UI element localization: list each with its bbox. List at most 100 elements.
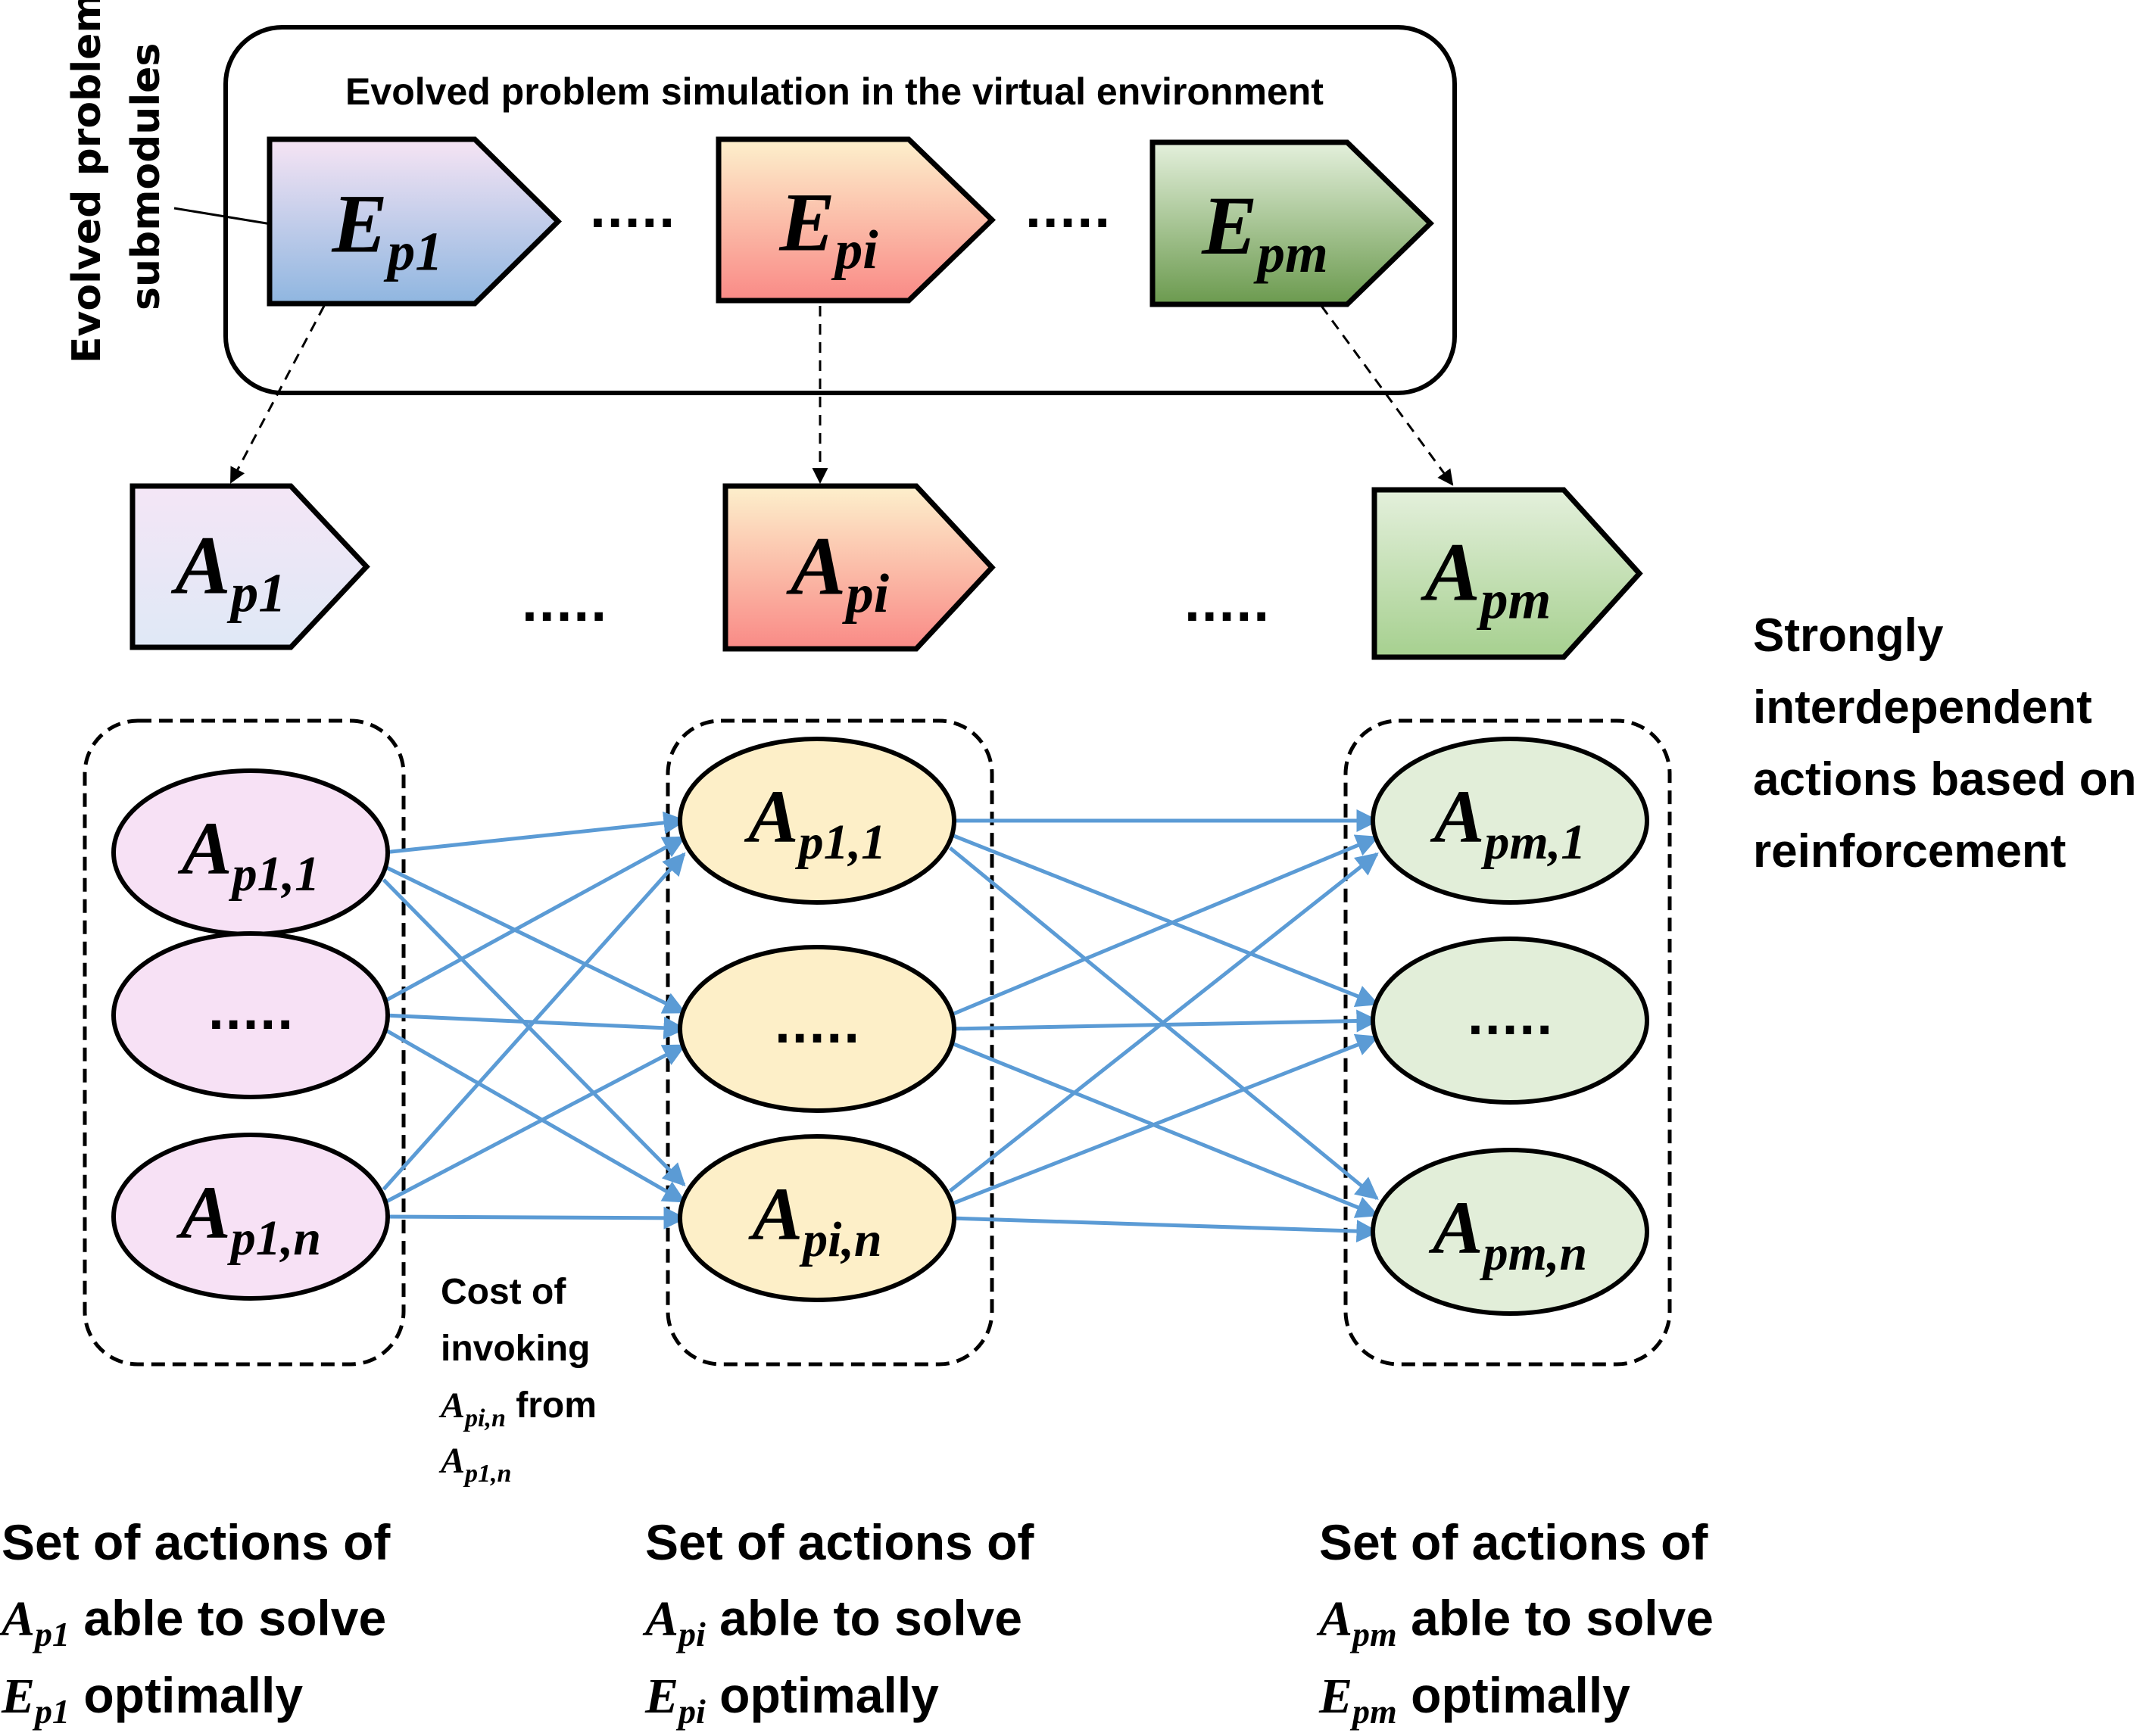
action-node-shape — [111, 1133, 390, 1301]
cost-note-line1: Cost of — [441, 1272, 566, 1312]
caption-line1: Set of actions of — [2, 1514, 391, 1570]
action-node: Ap1,1 — [678, 737, 956, 905]
agent-p1: Ap1 — [129, 483, 370, 650]
action-node-shape — [1371, 1148, 1649, 1316]
action-node-label: Ap1,1 — [177, 806, 320, 902]
caption-line3-text: optimally — [706, 1667, 939, 1723]
cost-note-line3: Api,n from — [438, 1385, 597, 1432]
cost-note-math-base: A — [438, 1385, 465, 1426]
evolved-module-label-base: E — [778, 176, 834, 269]
agent-pm: Apm — [1371, 487, 1643, 660]
agent-label-sub: pi — [841, 563, 889, 625]
action-node-label-base: A — [744, 774, 799, 859]
cost-note: Cost of invoking Api,n from Ap1,n — [438, 1272, 597, 1488]
evolved-module-label: Ep1 — [331, 178, 442, 282]
caption-line3: Epi optimally — [644, 1667, 939, 1731]
action-node-label-sub: pi,n — [799, 1212, 882, 1267]
action-arrow-14 — [949, 1040, 1380, 1218]
ellipsis-e-1: ..... — [589, 185, 675, 238]
right-note-line1: Strongly — [1753, 609, 1944, 662]
evolved-module-label-sub: p1 — [383, 221, 443, 282]
right-note: Strongly interdependent actions based on… — [1753, 609, 2136, 877]
link-ep1-ap1 — [229, 305, 326, 484]
action-arrow-6 — [382, 852, 686, 1191]
evolved-module-label-base: E — [331, 178, 387, 270]
action-node-label-sub: p1,1 — [229, 846, 320, 902]
action-node-label: Apm,1 — [1430, 774, 1586, 870]
action-node-shape — [1371, 937, 1649, 1105]
action-arrow-5 — [382, 1027, 687, 1204]
ellipsis-a-2: ..... — [1184, 579, 1270, 632]
action-nodes: Ap1,1.....Ap1,nAp1,1.....Api,nApm,1.....… — [111, 737, 1649, 1316]
evolved-module-shape — [267, 136, 562, 307]
action-arrow-3 — [382, 835, 687, 1004]
caption-line2-text: able to solve — [70, 1590, 386, 1646]
action-node-label: Apm,n — [1428, 1186, 1587, 1281]
action-arrow-2 — [382, 878, 686, 1187]
action-node-label-base: A — [747, 1172, 803, 1256]
caption-line3-text: optimally — [1397, 1667, 1630, 1723]
action-node-ellipsis: ..... — [1467, 993, 1553, 1046]
action-node-shape — [678, 737, 956, 905]
agent-label-sub: p1 — [226, 563, 286, 624]
evolved-module-label-sub: pm — [1253, 223, 1328, 284]
action-node-label: Ap1,1 — [744, 774, 886, 870]
caption-line3-base: E — [644, 1669, 678, 1724]
side-label: Evolved problem submodules — [64, 0, 272, 363]
caption-line2: Ap1 able to solve — [0, 1590, 386, 1653]
side-label-line1: Evolved problem — [64, 0, 110, 363]
caption-line2-base: A — [642, 1591, 678, 1647]
side-label-leader-line — [173, 207, 272, 226]
caption-line2-text: able to solve — [1397, 1590, 1714, 1646]
cost-note-math-sub: pi,n — [463, 1404, 506, 1432]
cost-note-line4: Ap1,n — [438, 1441, 511, 1488]
link-epm-apm — [1320, 305, 1454, 486]
action-arrow-12 — [949, 834, 1380, 1018]
evolved-module-p1: Ep1 — [267, 136, 562, 307]
caption-line1: Set of actions of — [645, 1514, 1034, 1570]
action-node-shape — [1371, 737, 1649, 905]
action-node-label: Api,n — [747, 1172, 881, 1267]
action-arrow-15 — [949, 852, 1379, 1192]
agent-shape — [1371, 487, 1643, 660]
action-node-label-base: A — [177, 806, 232, 890]
action-group-pm — [1343, 718, 1672, 1367]
evolved-module-label-sub: pi — [831, 220, 878, 281]
action-node: Ap1,n — [111, 1133, 390, 1301]
caption-line1: Set of actions of — [1319, 1514, 1708, 1570]
evolved-module-shape — [716, 136, 997, 304]
action-node: ..... — [678, 945, 956, 1113]
caption-line2-sub: pm — [1349, 1615, 1397, 1653]
caption-line2: Apm able to solve — [1316, 1590, 1714, 1653]
action-arrows — [382, 809, 1380, 1243]
action-arrow-0 — [383, 811, 687, 855]
action-node-label-sub: pm,n — [1480, 1226, 1588, 1281]
caption-line3-sub: pi — [675, 1692, 706, 1731]
caption-line3-sub: pm — [1349, 1692, 1397, 1731]
action-arrow-10 — [949, 832, 1380, 1007]
ellipsis-a-1: ..... — [521, 579, 607, 632]
cost-note-line2: invoking — [441, 1329, 590, 1369]
agent-label: Ap1 — [170, 519, 285, 624]
cost-note-line4-sub: p1,n — [463, 1460, 511, 1488]
agent-shape — [129, 483, 370, 650]
caption-line3: Epm optimally — [1318, 1667, 1630, 1731]
action-node-label-sub: p1,1 — [795, 815, 887, 870]
environment-box — [223, 25, 1457, 395]
caption-line2-sub: pi — [675, 1615, 706, 1653]
right-note-line4: reinforcement — [1753, 825, 2066, 877]
action-node-label-sub: p1,n — [227, 1211, 321, 1266]
right-note-line3: actions based on — [1753, 753, 2136, 806]
agent-shape — [722, 483, 996, 652]
action-node-label: Ap1,n — [176, 1170, 321, 1266]
action-node: Apm,1 — [1371, 737, 1649, 905]
side-label-line2: submodules — [123, 43, 169, 310]
action-node-label-base: A — [176, 1170, 231, 1254]
agent-label-base: A — [170, 519, 230, 612]
caption-line2: Api able to solve — [642, 1590, 1022, 1653]
action-arrow-16 — [949, 1033, 1380, 1207]
